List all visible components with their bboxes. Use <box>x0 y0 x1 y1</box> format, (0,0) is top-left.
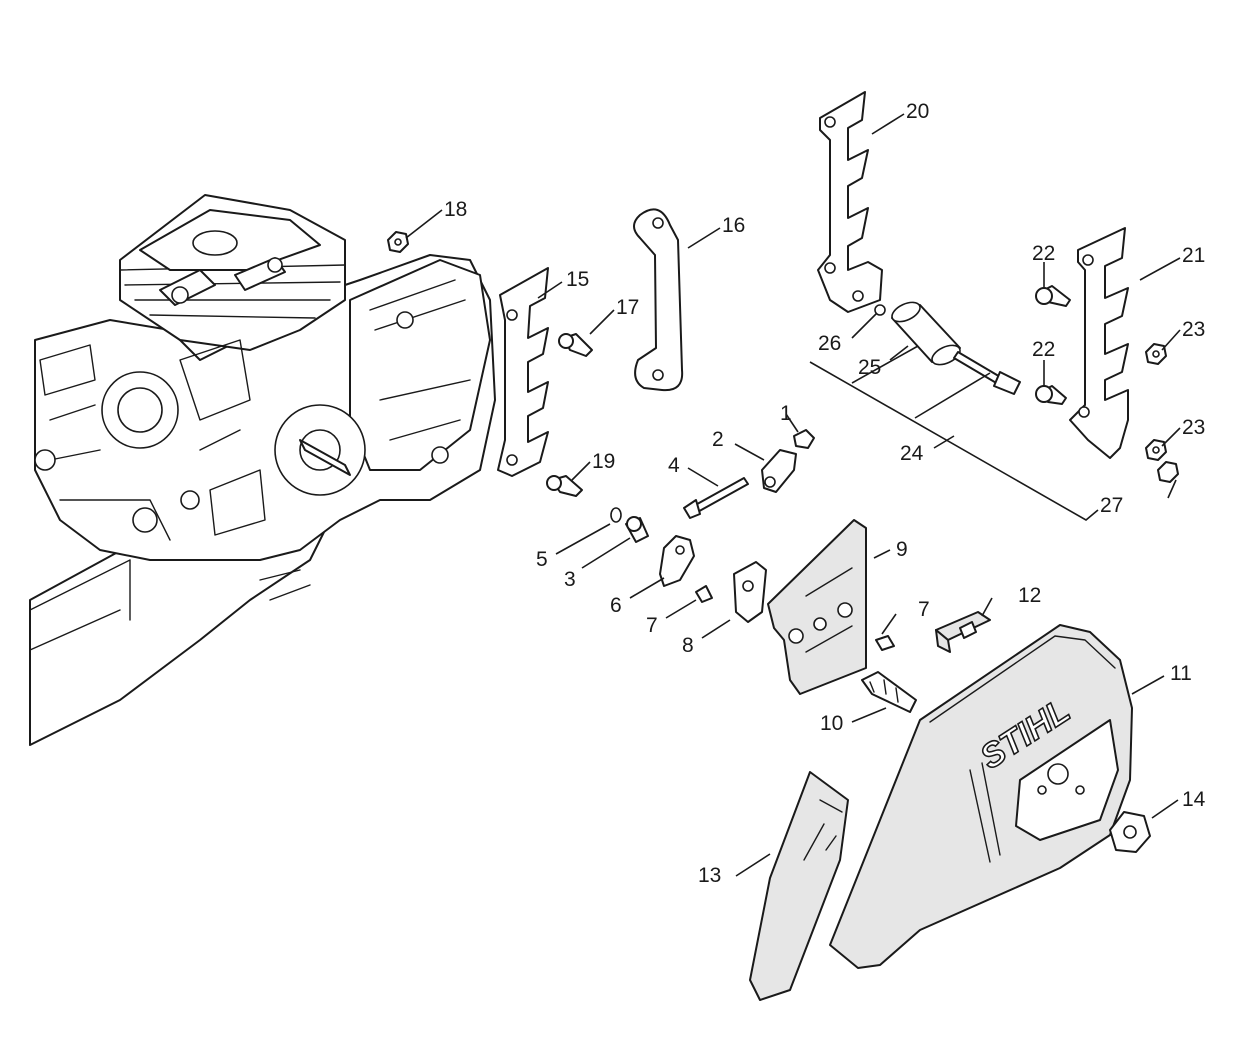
callout-9: 9 <box>896 538 908 561</box>
callout-20: 20 <box>906 100 929 123</box>
callout-10: 10 <box>820 712 843 735</box>
engine-housing <box>29 194 496 746</box>
callout-7-right: 7 <box>918 598 930 621</box>
callout-5: 5 <box>536 548 548 571</box>
screw-22-top <box>1035 285 1071 307</box>
callout-14: 14 <box>1182 788 1206 811</box>
side-plate-9 <box>767 519 867 695</box>
screw-22-bottom <box>1035 385 1067 405</box>
callout-25: 25 <box>858 356 881 379</box>
collar-stud-10 <box>861 671 917 713</box>
screw-17 <box>558 333 593 357</box>
rail-plate-16 <box>633 208 684 392</box>
part-12-catcher <box>935 611 991 653</box>
part-7-screw-right <box>875 635 895 651</box>
callout-15: 15 <box>566 268 589 291</box>
callout-23-bottom: 23 <box>1182 416 1205 439</box>
leader-lines <box>405 113 1181 877</box>
callout-19: 19 <box>592 450 615 473</box>
callout-3: 3 <box>564 568 576 591</box>
part-5-ring <box>610 507 622 523</box>
callout-16: 16 <box>722 214 745 237</box>
part-8-tensioner-slide <box>733 561 767 623</box>
callout-1: 1 <box>780 402 792 425</box>
nut-23-top <box>1145 343 1167 365</box>
guide-13 <box>749 771 849 1001</box>
callout-4: 4 <box>668 454 680 477</box>
bumper-spike-15 <box>497 267 549 477</box>
callout-labels: 1 2 3 4 5 6 7 8 9 7 10 11 12 13 14 15 16… <box>444 100 1206 887</box>
sprocket-cover-11: STIHL <box>829 624 1133 969</box>
bumper-spike-20 <box>817 91 883 313</box>
spacer-sleeve-25 <box>874 301 1021 395</box>
callout-13: 13 <box>698 864 721 887</box>
callout-27: 27 <box>1100 494 1123 517</box>
callout-2: 2 <box>712 428 724 451</box>
callout-22-bottom: 22 <box>1032 338 1055 361</box>
nut-27 <box>1157 461 1179 483</box>
callout-24: 24 <box>900 442 924 465</box>
part-2-tensioner <box>761 449 797 493</box>
callout-7-left: 7 <box>646 614 658 637</box>
nut-18 <box>387 231 409 253</box>
callout-21: 21 <box>1182 244 1205 267</box>
nut-14 <box>1109 811 1151 853</box>
callout-23-top: 23 <box>1182 318 1205 341</box>
part-6-plate <box>659 535 695 587</box>
callout-8: 8 <box>682 634 694 657</box>
nut-23-bottom <box>1145 439 1167 461</box>
callout-11: 11 <box>1170 662 1192 685</box>
screw-19 <box>546 475 583 497</box>
part-3-gear <box>625 516 649 543</box>
part-7-screw-left <box>695 585 713 603</box>
callout-26: 26 <box>818 332 841 355</box>
callout-18: 18 <box>444 198 467 221</box>
callout-12: 12 <box>1018 584 1041 607</box>
part-4-adjusting-screw <box>683 477 749 519</box>
callout-22-top: 22 <box>1032 242 1055 265</box>
bumper-spike-21 <box>1069 227 1129 459</box>
callout-17: 17 <box>616 296 639 319</box>
part-1-clip <box>793 429 815 449</box>
callout-6: 6 <box>610 594 622 617</box>
